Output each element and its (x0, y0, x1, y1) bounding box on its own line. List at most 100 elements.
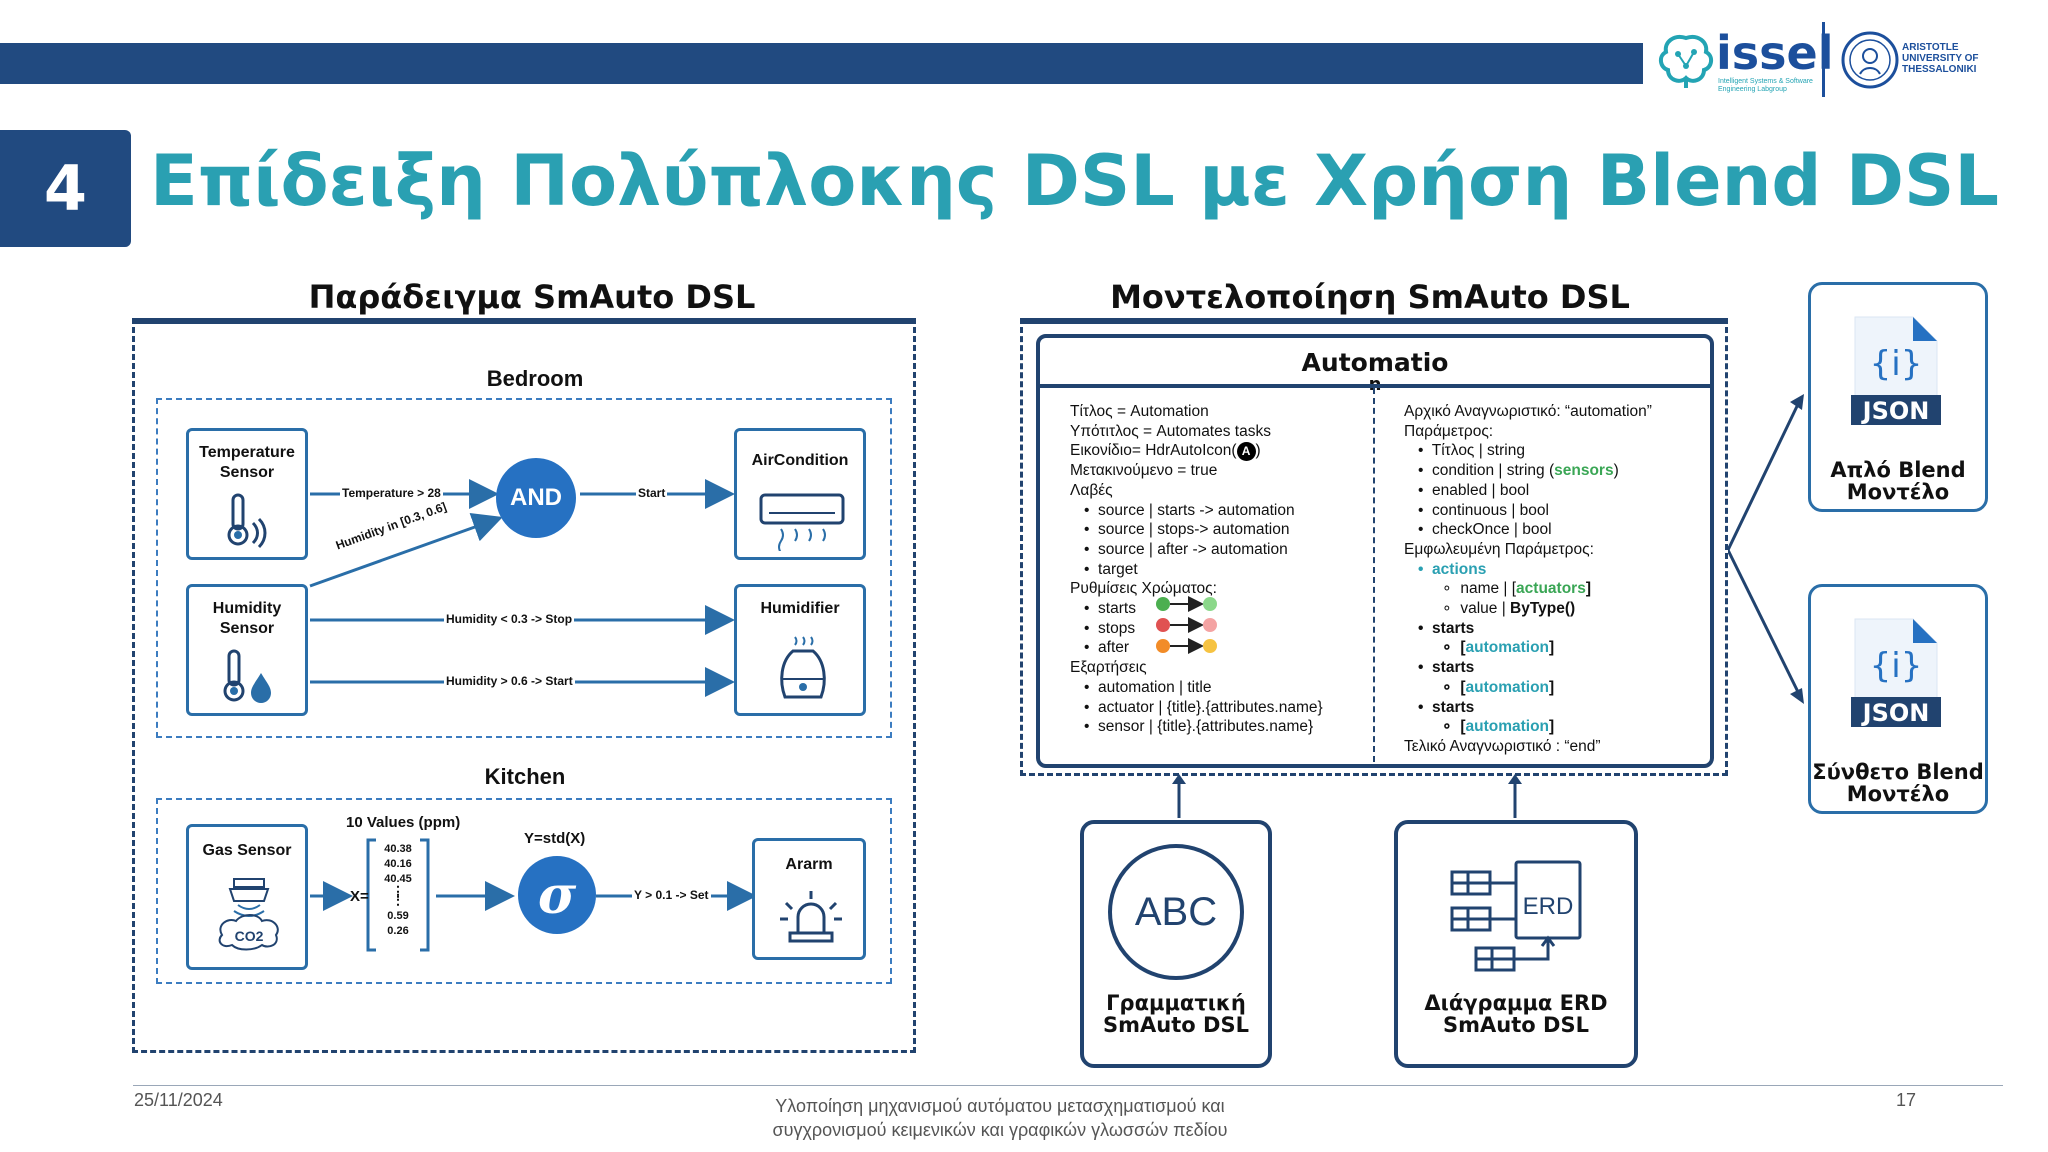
gas-detector-icon: CO2 (218, 878, 279, 951)
complex-blend-caption: Σύνθετο Blend Μοντέλο (1811, 761, 1985, 805)
complex-blend-model-box[interactable]: {i} JSON Σύνθετο Blend Μοντέλο (1808, 584, 1988, 814)
value-item: 40.16 (384, 858, 412, 870)
example-frame (132, 318, 916, 1053)
x-label: X= (350, 888, 369, 905)
gas-sensor-box[interactable]: Gas Sensor CO2 (186, 824, 308, 970)
after-swatch (1156, 638, 1217, 654)
values-title: 10 Values (ppm) (346, 814, 461, 831)
university-line-1: ARISTOTLE (1902, 42, 1959, 53)
erd-caption-line-2: SmAuto DSL (1443, 1013, 1589, 1037)
automation-reference: automation (1465, 678, 1550, 696)
grammar-caption-line-1: Γραμματική (1106, 991, 1246, 1015)
erd-box[interactable]: ERD Διάγραμμα ERD SmAuto DSL (1394, 820, 1638, 1068)
color-swatch-arrows (1156, 596, 1217, 654)
simple-blend-line-2: Μοντέλο (1846, 480, 1950, 504)
icon-property-close: ) (1255, 442, 1261, 460)
value-item: 0.59 (387, 910, 409, 922)
dependency-text: automation | title (1098, 678, 1212, 696)
ref-open: [ (1460, 639, 1466, 657)
start-label: Start (636, 486, 668, 500)
icon-property-text: Εικονίδιο= HdrAutoIcon( (1070, 442, 1237, 460)
json-brace: {i} (1870, 344, 1923, 384)
handle-item-text: source | after -> automation (1098, 540, 1288, 558)
parameter-text: checkOnce | bool (1432, 521, 1552, 539)
and-node: AND (496, 458, 576, 538)
alarm-siren-icon (780, 891, 842, 943)
color-setting-text: after (1098, 639, 1130, 657)
alarm-box[interactable]: Ararm (752, 838, 866, 960)
nested-item: ∘ name | [actuators] (1442, 580, 1591, 598)
simple-blend-model-box[interactable]: {i} JSON Απλό Blend Μοντέλο (1808, 282, 1988, 512)
humidifier-box[interactable]: Humidifier (734, 584, 866, 716)
parameter-text: condition | string ( (1432, 462, 1555, 480)
air-conditioner-icon (759, 493, 845, 551)
initial-id: Αρχικό Αναγνωριστικό: “automation” (1404, 403, 1652, 420)
automation-reference: automation (1465, 718, 1550, 736)
starts-text: starts (1432, 698, 1475, 716)
json-brace: {i} (1870, 646, 1923, 686)
json-file-icon: {i} JSON (1851, 618, 1941, 727)
modeling-frame (1020, 318, 1728, 776)
sensors-reference: sensors (1554, 462, 1614, 480)
dependency-item: • automation | title (1084, 678, 1212, 696)
bedroom-title: Bedroom (486, 366, 584, 391)
sigma-node: σ (518, 856, 596, 934)
up-arrows (1172, 774, 1522, 818)
value-item: 40.45 (384, 873, 412, 885)
parameters-heading: Παράμετρος: (1404, 422, 1494, 440)
value-item: 40.38 (384, 843, 412, 855)
slide-number-badge: 4 (0, 130, 131, 247)
ref-close: ] (1549, 718, 1555, 736)
stops-swatch (1156, 617, 1217, 633)
university-seal-icon (1841, 31, 1899, 89)
parameter-text: continuous | bool (1432, 501, 1549, 519)
issel-brain-icon (1659, 35, 1713, 88)
handle-item-text: target (1098, 560, 1138, 578)
color-settings-heading: Ρυθμίσεις Χρώματος: (1070, 580, 1217, 598)
co2-label: CO2 (235, 928, 264, 944)
humidity-sensor-box[interactable]: Humidity Sensor (186, 584, 308, 716)
starts-item: • starts (1418, 619, 1475, 637)
nested-parameter-heading: Εμφωλευμένη Παράμετρος: (1404, 540, 1594, 558)
erd-diagram-icon: ERD (1450, 860, 1582, 972)
color-setting-text: starts (1098, 600, 1136, 618)
starts-item: • starts (1418, 698, 1475, 716)
std-formula-label: Y=std(X) (524, 830, 586, 847)
starts-item: • starts (1418, 659, 1475, 677)
final-id: Τελικό Αναγνωριστικό : “end” (1404, 737, 1601, 755)
footer-date: 25/11/2024 (134, 1090, 223, 1110)
modeling-section-title: Μοντελοποίηση SmAuto DSL (1110, 278, 1630, 316)
starts-ref: ∘ [automation] (1442, 639, 1555, 657)
gas-sensor-label: Gas Sensor (202, 842, 292, 859)
dependency-text: sensor | {title}.{attributes.name} (1098, 718, 1314, 736)
bedroom-frame (156, 398, 892, 738)
footer-caption-line-2: συγχρονισμού κειμενικών και γραφικών γλω… (772, 1120, 1228, 1140)
humidifier-icon (780, 636, 826, 699)
value-item: 0.26 (387, 925, 409, 937)
nested-item-close: ] (1585, 580, 1591, 598)
humidity-sensor-label: Humidity Sensor (212, 600, 282, 637)
handles-heading: Λαβές (1070, 481, 1113, 499)
footer-caption: Υλοποίηση μηχανισμού αυτόματου μετασχημα… (700, 1094, 1300, 1142)
parameter-item: • Τίτλος | string (1418, 442, 1525, 460)
temperature-sensor-box[interactable]: Temperature Sensor (186, 428, 308, 560)
json-label: JSON (1861, 699, 1930, 727)
footer-page-number: 17 (1896, 1090, 1917, 1110)
starts-swatch (1156, 596, 1217, 612)
color-setting-item: • starts (1084, 600, 1136, 618)
example-title-rule (132, 318, 916, 324)
automation-class-box[interactable] (1036, 334, 1714, 768)
color-setting-item: • stops (1084, 619, 1136, 637)
issel-logo-subtitle: Intelligent Systems & Software Engineeri… (1718, 78, 1813, 93)
starts-text: starts (1432, 619, 1475, 637)
automation-reference: automation (1465, 639, 1550, 657)
actuators-reference: actuators (1516, 580, 1586, 598)
grammar-box[interactable]: ABC Γραμματική SmAuto DSL (1080, 820, 1272, 1068)
aircondition-box[interactable]: AirCondition (734, 428, 866, 560)
parameter-text-close: ) (1613, 462, 1619, 480)
nested-item-text: value | (1460, 600, 1511, 618)
temperature-condition-label: Temperature > 28 (340, 486, 443, 500)
starts-ref: ∘ [automation] (1442, 718, 1555, 736)
parameter-text: Τίτλος | string (1431, 442, 1525, 460)
set-condition-label: Y > 0.1 -> Set (632, 888, 711, 902)
